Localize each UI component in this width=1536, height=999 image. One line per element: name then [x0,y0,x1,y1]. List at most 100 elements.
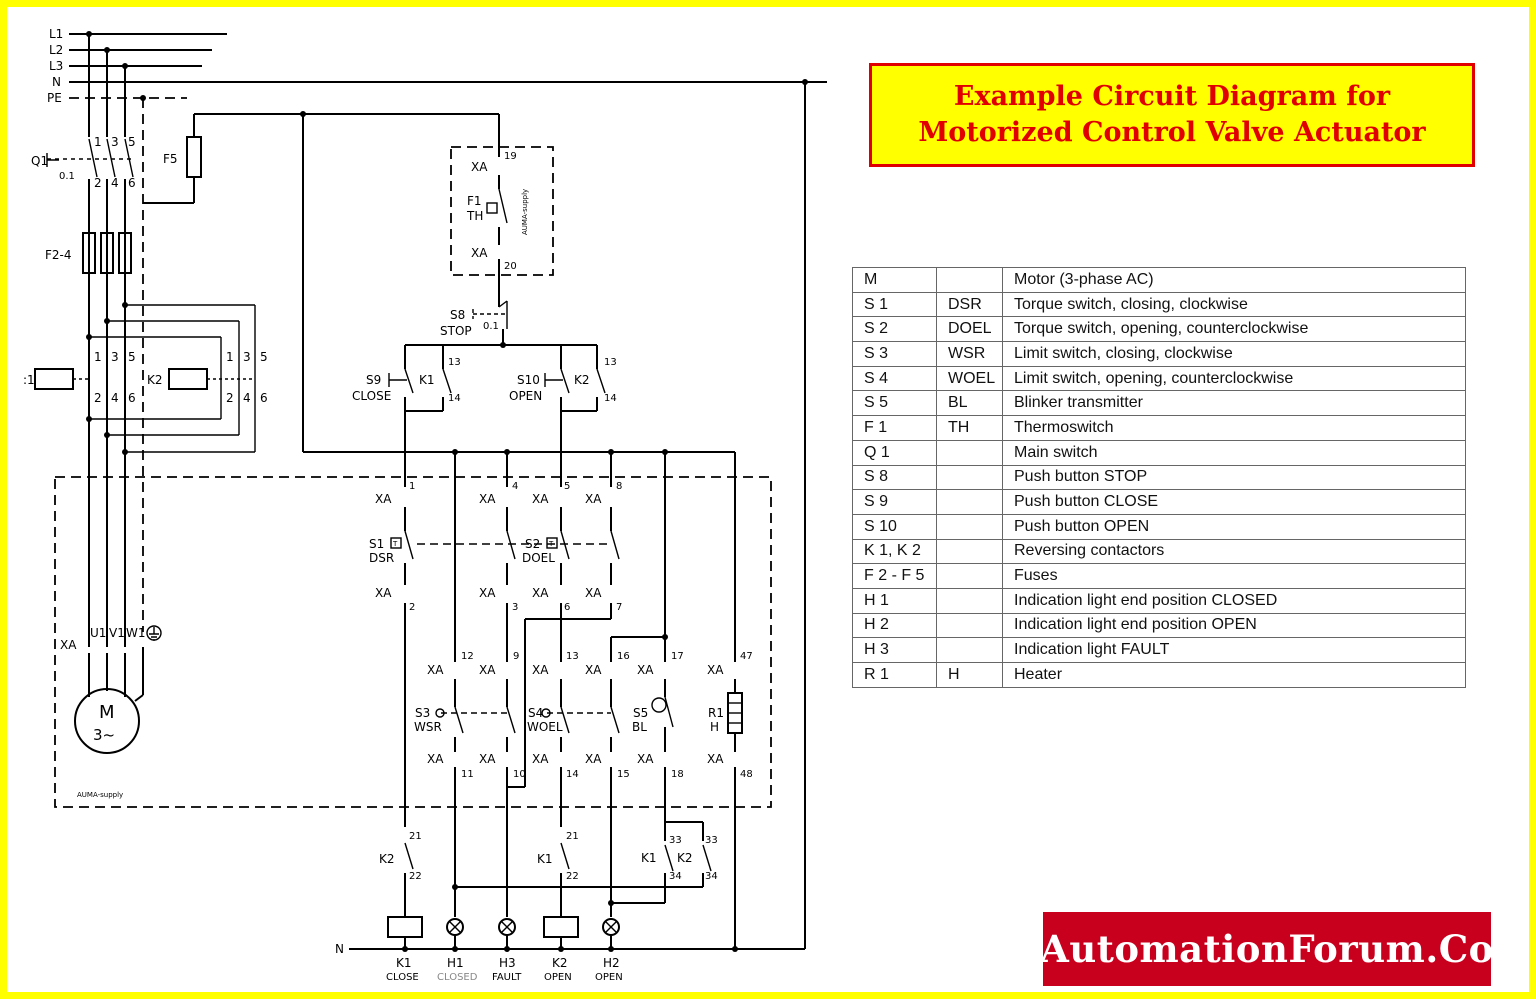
control-pushbuttons: S9 CLOSE K1 13 14 S10 OPEN K2 13 14 [352,344,617,412]
legend-desc: Push button CLOSE [1002,489,1466,515]
legend-row: S 8 Push button STOP [852,464,1466,491]
legend-abbr [936,612,1003,639]
legend-abbr [936,513,1003,540]
legend-abbr: WOEL [936,365,1003,392]
q1-label: Q1 [31,154,48,168]
legend-abbr [936,489,1003,515]
bottom-h3-code: H3 [499,956,516,970]
pin-2: 2 [409,602,415,613]
xa-6: XA [532,586,549,600]
bottom-k2-label: OPEN [544,972,572,983]
bl-label: BL [632,720,647,734]
dsr-label: DSR [369,551,394,565]
pin-12: 12 [461,651,474,662]
legend-desc: Push button OPEN [1002,513,1466,540]
pin-k1-14: 14 [448,393,461,404]
legend-code: S 4 [852,365,937,392]
legend-row: F 2 - F 5 Fuses [852,563,1466,589]
auma-supply-box [54,476,772,808]
pin-47: 47 [740,651,753,662]
k2-aux-label: K2 [677,851,693,865]
pin-15: 15 [617,769,630,780]
pin-k1-34: 34 [669,871,682,882]
k2-interlock-label: K2 [379,852,395,866]
legend-abbr [936,464,1003,491]
motor-sub-label: 3~ [93,726,115,744]
k2-hold-label: K2 [574,373,590,387]
h-label: H [710,720,719,734]
legend-desc: Push button STOP [1002,464,1466,491]
legend-code: S 1 [852,291,937,318]
pin-6: 6 [564,602,570,613]
line-label-l2: L2 [49,43,63,57]
bottom-h2-code: H2 [603,956,620,970]
pin-k2-22: 22 [409,871,422,882]
xa-10: XA [479,752,496,766]
xa-8: XA [585,492,602,506]
title-line-1: Example Circuit Diagram for [953,81,1391,112]
f1-supply-label: AUMA-supply [521,189,529,235]
bottom-k1-code: K1 [396,956,412,970]
xa-16: XA [585,663,602,677]
xa-7: XA [585,586,602,600]
legend-row: M Motor (3-phase AC) [852,267,1466,293]
pin-k2-14: 14 [604,393,617,404]
legend-code: M [852,267,937,293]
s1-label: S1 [369,537,384,551]
legend-desc: Motor (3-phase AC) [1002,267,1466,293]
output-loads: N K1 CLOSE H1 CLOSED H3 FAULT K2 OPEN H2… [335,916,805,983]
legend-code: S 8 [852,464,937,491]
fuses-f2-f4: F2-4 [45,232,132,274]
legend-code: F 2 - F 5 [852,563,937,589]
s5-label: S5 [633,706,648,720]
pin-k1-3: 3 [111,350,119,364]
legend-desc: Torque switch, opening, counterclockwise [1002,316,1466,343]
s8-label: S8 [450,308,465,322]
legend-abbr [936,538,1003,565]
pin-k2-1: 1 [226,350,234,364]
pin-11: 11 [461,769,474,780]
motor-v1: V1 [109,626,125,640]
legend-desc: Fuses [1002,563,1466,589]
legend-desc: Main switch [1002,439,1466,466]
legend-desc: Reversing contactors [1002,538,1466,565]
s10-label: S10 [517,373,540,387]
legend-code: R 1 [852,662,937,688]
legend-code: H 2 [852,612,937,639]
fuse-f5: F5 [143,111,499,204]
pin-k2-2: 2 [226,391,234,405]
bottom-h1-code: H1 [447,956,464,970]
control-bus [302,114,736,662]
pin-1: 1 [409,481,415,492]
pin-18: 18 [671,769,684,780]
legend-code: K 1, K 2 [852,538,937,565]
pin-k2-21: 21 [409,831,422,842]
k1-coil [387,916,423,938]
pin-9: 9 [513,651,519,662]
s8-setting: 0.1 [483,321,499,332]
pin-k2-33: 33 [705,835,718,846]
f1-term-bottom: XA [471,246,488,260]
legend-code: S 5 [852,390,937,417]
legend-desc: Thermoswitch [1002,415,1466,441]
th-label: TH [466,209,483,223]
torque-switches: XA XA XA XA 1 4 5 8 T T S1 DSR S2 DOEL X… [369,481,622,827]
legend-abbr: DSR [936,291,1003,318]
legend-desc: Blinker transmitter [1002,390,1466,417]
xa-5: XA [532,492,549,506]
woel-label: WOEL [527,720,563,734]
close-label: CLOSE [352,389,391,403]
xa-12: XA [427,663,444,677]
doel-label: DOEL [522,551,555,565]
pin-17: 17 [671,651,684,662]
pin-k2-34: 34 [705,871,718,882]
line-label-l3: L3 [49,59,63,73]
legend-code: S 9 [852,489,937,515]
xa-48: XA [707,752,724,766]
pin-10: 10 [513,769,526,780]
pin-k1-1: 1 [94,350,102,364]
legend-row: S 9 Push button CLOSE [852,489,1466,515]
